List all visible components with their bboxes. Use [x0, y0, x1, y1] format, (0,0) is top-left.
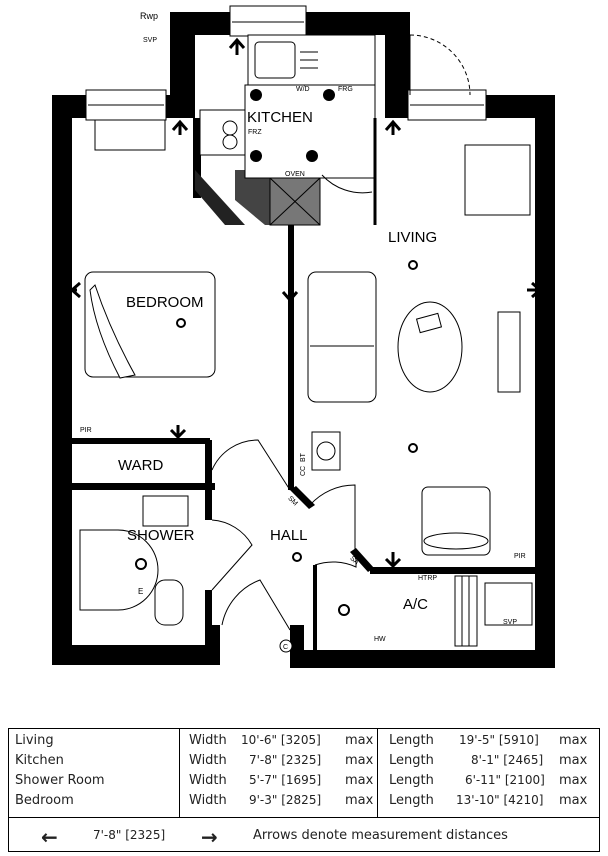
table-row: Shower Room Width 5'-7" [1695] max Lengt… [9, 773, 599, 793]
furniture [79, 119, 533, 647]
label-wd: W/D [296, 86, 310, 93]
label-e: E [138, 587, 143, 596]
label-rwp: Rwp [140, 11, 158, 21]
width-label: Width [189, 793, 227, 808]
width-label: Width [189, 773, 227, 788]
floor-plan: KITCHEN BEDROOM LIVING WARD SHOWER HALL … [52, 5, 555, 668]
length-max: max [559, 793, 588, 808]
length-max: max [559, 773, 588, 788]
label-bt: BT [300, 452, 307, 462]
label-frg: FRG [338, 86, 353, 93]
label-sa: SA [348, 555, 360, 567]
label-pir-living: PIR [514, 553, 526, 560]
room-name: Kitchen [15, 753, 64, 768]
table-row: Bedroom Width 9'-3" [2825] max Length 13… [9, 793, 599, 813]
width-value: 10'-6" [3205] [241, 733, 321, 747]
width-label: Width [189, 753, 227, 768]
legend-text: Arrows denote measurement distances [253, 828, 508, 843]
door-swings [211, 439, 357, 631]
width-max: max [345, 793, 374, 808]
width-value: 5'-7" [1695] [249, 773, 322, 787]
length-label: Length [389, 733, 434, 748]
length-max: max [559, 753, 588, 768]
table-row: Kitchen Width 7'-8" [2325] max Length 8'… [9, 753, 599, 773]
label-frz: FRZ [248, 129, 262, 136]
length-value: 8'-1" [2465] [471, 753, 544, 767]
label-svp-ac: SVP [503, 619, 517, 626]
length-value: 13'-10" [4210] [456, 793, 544, 807]
toilet [154, 579, 184, 626]
arrow-left-icon: ← [41, 825, 58, 849]
light-points [135, 260, 418, 616]
label-cc: CC [300, 466, 307, 476]
width-value: 7'-8" [2325] [249, 753, 322, 767]
label-hw: HW [374, 636, 386, 643]
room-label-ac: A/C [403, 596, 428, 613]
room-label-ward: WARD [118, 457, 163, 474]
label-pir-bedroom: PIR [80, 427, 92, 434]
external-door-swing [409, 34, 471, 96]
room-dimensions-table: Living Width 10'-6" [3205] max Length 19… [8, 728, 600, 852]
room-name: Shower Room [15, 773, 105, 788]
width-max: max [345, 733, 374, 748]
room-label-bedroom: BEDROOM [126, 294, 204, 311]
length-max: max [559, 733, 588, 748]
length-label: Length [389, 773, 434, 788]
coffee-table [397, 301, 463, 393]
length-label: Length [389, 753, 434, 768]
label-c: C [283, 644, 288, 651]
legend-measure: 7'-8" [2325] [93, 828, 166, 842]
length-value: 6'-11" [2100] [465, 773, 545, 787]
arrow-right-icon: → [201, 825, 218, 849]
kitchen-counters [195, 34, 377, 226]
room-label-hall: HALL [270, 527, 308, 544]
measurement-arrows [69, 37, 543, 569]
room-label-living: LIVING [388, 229, 437, 246]
arrow-legend: ← 7'-8" [2325] → Arrows denote measureme… [9, 825, 599, 849]
width-label: Width [189, 733, 227, 748]
length-value: 19'-5" [5910] [459, 733, 539, 747]
label-oven: OVEN [285, 171, 305, 178]
basin [142, 495, 189, 527]
room-label-kitchen: KITCHEN [247, 109, 313, 126]
desk [464, 144, 531, 216]
windows [85, 5, 487, 121]
sofa [307, 271, 377, 403]
label-htrp: HTRP [418, 575, 437, 582]
shower-tray [79, 529, 159, 611]
room-label-shower: SHOWER [127, 527, 195, 544]
table-row: Living Width 10'-6" [3205] max Length 19… [9, 733, 599, 753]
room-name: Living [15, 733, 54, 748]
boiler [484, 582, 533, 626]
length-label: Length [389, 793, 434, 808]
interior-walls [72, 225, 535, 650]
room-name: Bedroom [15, 793, 74, 808]
width-max: max [345, 753, 374, 768]
tv-unit [497, 311, 521, 393]
label-svp-top: SVP [143, 37, 157, 44]
width-value: 9'-3" [2825] [249, 793, 322, 807]
width-max: max [345, 773, 374, 788]
